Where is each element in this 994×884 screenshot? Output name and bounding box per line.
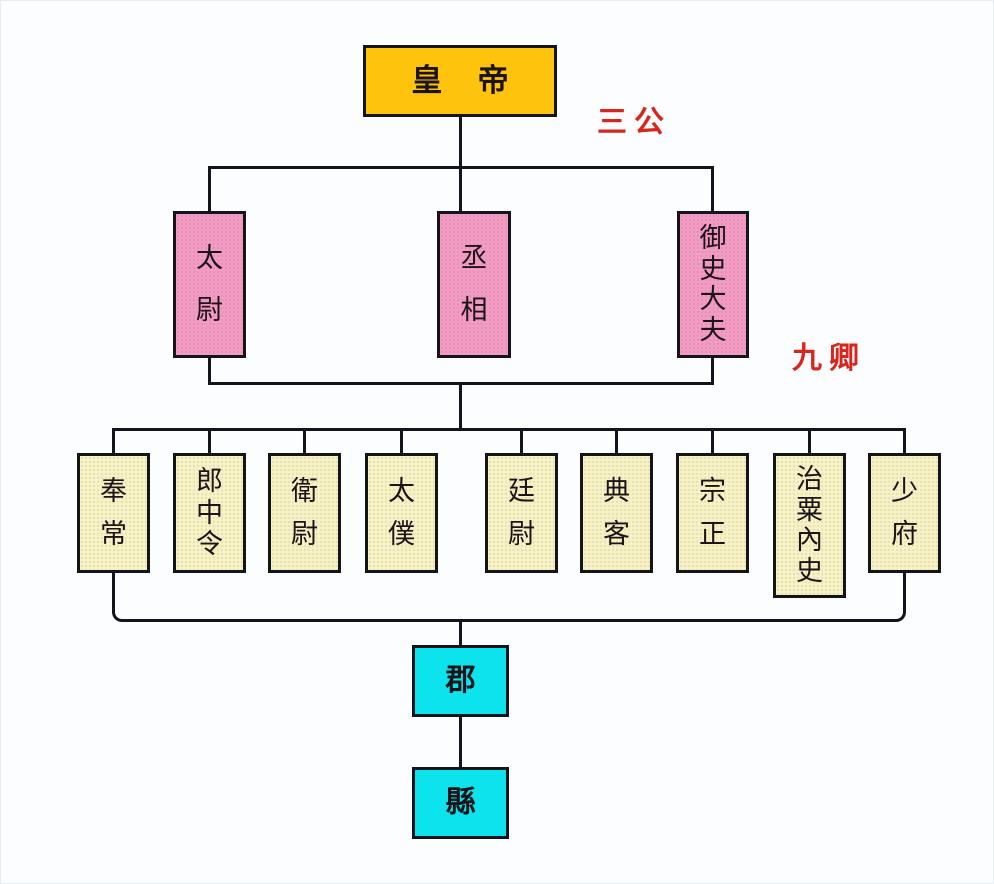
annotation-jiu-qing: 九卿	[792, 341, 866, 376]
node-tingwei: 廷尉	[485, 453, 558, 573]
connector-emperor-stem	[459, 116, 462, 213]
label-char: 太	[388, 476, 415, 508]
label-char: 少	[891, 476, 918, 508]
node-shaofu: 少府	[868, 453, 941, 573]
label-char: 內	[796, 525, 823, 557]
label-char: 史	[699, 253, 727, 285]
label-char: 府	[891, 518, 918, 550]
node-zhisuneishi: 治粟內史	[773, 453, 846, 598]
connector-jun-stem	[459, 620, 462, 647]
connector-drop-zhisuneishi	[808, 428, 811, 455]
label-char: 衛	[291, 476, 318, 508]
connector-jun-xian	[459, 716, 462, 768]
label-char: 中	[196, 497, 223, 529]
label-char: 尉	[196, 294, 223, 326]
label-char: 典	[603, 476, 630, 508]
label-char: 客	[603, 518, 630, 550]
label-char: 尉	[291, 518, 318, 550]
label-char: 帝	[477, 62, 509, 99]
node-chengxiang: 丞相	[437, 211, 511, 358]
label-char: 尉	[508, 518, 535, 550]
connector-drop-taipu	[400, 428, 403, 455]
label-char: 御	[699, 222, 727, 254]
connector-center-stem	[459, 383, 462, 431]
node-emperor: 皇帝	[363, 45, 557, 117]
connector-drop-fengchang	[112, 428, 115, 455]
label-char: 大	[699, 284, 727, 316]
connector-drop-tingwei	[520, 428, 523, 455]
label-char: 相	[460, 294, 488, 326]
annotation-san-gong: 三公	[597, 105, 671, 140]
label-char: 縣	[445, 785, 476, 820]
node-dianke: 典客	[580, 453, 653, 573]
node-fengchang: 奉常	[77, 453, 150, 573]
label-char: 治	[796, 464, 823, 496]
connector-lords-bus	[208, 357, 714, 385]
label-char: 郎	[196, 465, 223, 497]
connector-top-bracket	[208, 166, 714, 213]
label-char: 史	[796, 555, 823, 587]
label-char: 郡	[445, 663, 476, 698]
label-char: 正	[699, 518, 726, 550]
node-langzhongling: 郎中令	[173, 453, 246, 573]
label-char: 皇	[411, 62, 443, 99]
node-xian: 縣	[412, 767, 509, 839]
node-zongzheng: 宗正	[676, 453, 749, 573]
connector-drop-langzhongling	[208, 428, 211, 455]
label-char: 僕	[388, 518, 415, 550]
connector-drop-zongzheng	[711, 428, 714, 455]
label-char: 令	[196, 529, 223, 561]
label-char: 奉	[100, 476, 127, 508]
node-weiwei: 衛尉	[268, 453, 341, 573]
label-char: 夫	[699, 315, 727, 347]
label-char: 廷	[508, 476, 535, 508]
node-jun: 郡	[412, 645, 509, 717]
node-taipu: 太僕	[365, 453, 438, 573]
node-taiwei: 太尉	[173, 211, 246, 358]
label-char: 常	[100, 518, 127, 550]
connector-drop-shaofu	[903, 428, 906, 455]
connector-bottom-bus	[112, 572, 906, 622]
connector-drop-dianke	[615, 428, 618, 455]
label-char: 宗	[699, 476, 726, 508]
node-yushidafu: 御史大夫	[677, 211, 749, 358]
connector-drop-weiwei	[303, 428, 306, 455]
connector-ministers-bus	[112, 428, 906, 431]
label-char: 太	[196, 243, 223, 275]
label-char: 粟	[796, 494, 823, 526]
label-char: 丞	[460, 243, 488, 275]
